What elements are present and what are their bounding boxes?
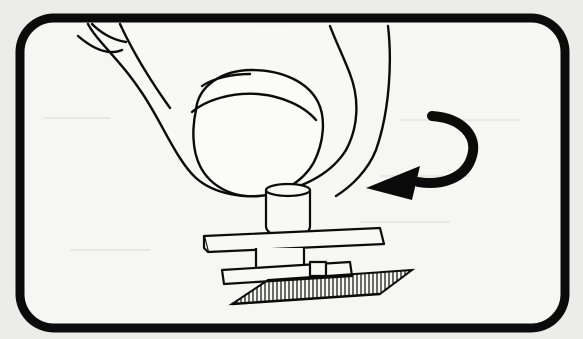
finger-drawing	[76, 22, 391, 198]
rotate-arrow-icon	[366, 111, 479, 200]
base-plate	[228, 268, 416, 306]
knob-mechanism	[202, 182, 386, 286]
